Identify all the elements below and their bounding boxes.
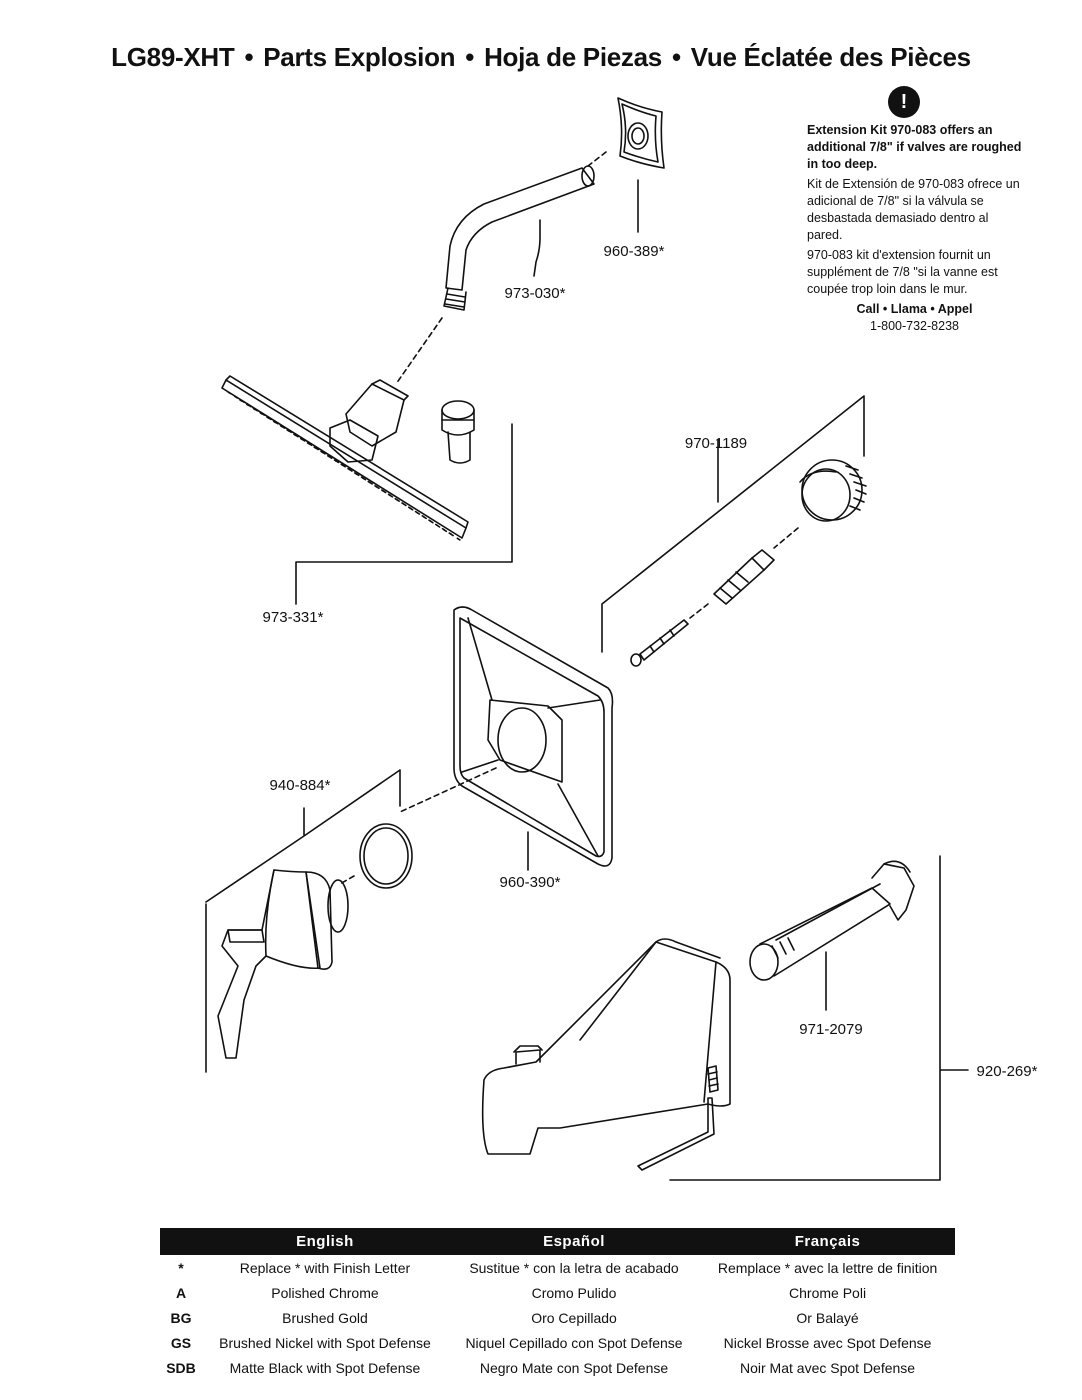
title-french: Vue Éclatée des Pièces (690, 42, 971, 72)
finish-english: Replace * with Finish Letter (239, 1259, 411, 1276)
page-title: LG89-XHT • Parts Explosion • Hoja de Piezas •… (0, 42, 1082, 73)
parts-explosion-diagram: 960-389* 973-030* 970-1189 973-331* 940-… (205, 97, 1038, 1181)
finish-english: Matte Black with Spot Defense (229, 1359, 421, 1376)
part-number-973-331: 973-331* (263, 609, 324, 626)
finish-english: Brushed Gold (282, 1309, 368, 1326)
legend-row: SDB Matte Black with Spot Defense Negro … (160, 1355, 955, 1380)
tub-spout (481, 938, 731, 1155)
finish-code: A (175, 1284, 187, 1301)
part-number-960-390: 960-390* (500, 874, 561, 891)
note-spanish: Kit de Extensión de 970-083 ofrece un ad… (807, 177, 1020, 242)
spout-adapter (749, 860, 915, 981)
legend-header-french: Français (700, 1228, 955, 1255)
set-screw (707, 1065, 719, 1093)
finish-code: GS (170, 1334, 192, 1351)
shower-arm-flange (617, 97, 665, 169)
part-number-970-1189: 970-1189 (685, 435, 747, 452)
finish-spanish: Sustitue * con la letra de acabado (469, 1259, 679, 1276)
part-number-971-2079: 971-2079 (799, 1021, 862, 1038)
note-french: 970-083 kit d'extension fournit un suppl… (807, 248, 998, 296)
valve-handle (217, 869, 349, 1059)
legend-row: A Polished Chrome Cromo Pulido Chrome Po… (160, 1280, 955, 1305)
finish-french: Chrome Poli (789, 1284, 867, 1301)
part-number-960-389: 960-389* (604, 243, 665, 260)
title-separator: • (244, 42, 254, 72)
legend-header-english: English (202, 1228, 448, 1255)
o-ring (359, 823, 413, 889)
legend-row: BG Brushed Gold Oro Cepillado Or Balayé (160, 1305, 955, 1330)
legend-header-spanish: Español (447, 1228, 701, 1255)
finish-code: SDB (166, 1359, 196, 1376)
legend-row: * Replace * with Finish Letter Sustitue … (160, 1255, 955, 1280)
title-separator: • (671, 42, 681, 72)
part-number-973-030: 973-030* (505, 285, 566, 302)
model-number: LG89-XHT (111, 42, 235, 72)
call-line: Call • Llama • Appel (856, 302, 973, 316)
finish-spanish: Oro Cepillado (531, 1309, 617, 1326)
finish-legend-table: English Español Français * Replace * wit… (160, 1228, 955, 1380)
extension-kit-note: Extension Kit 970-083 offers an addition… (807, 122, 1022, 338)
finish-french: Remplace * avec la lettre de finition (717, 1259, 938, 1276)
warning-icon: ! (888, 86, 920, 118)
finish-english: Brushed Nickel with Spot Defense (219, 1334, 431, 1351)
finish-spanish: Negro Mate con Spot Defense (479, 1359, 669, 1376)
hex-wrench (637, 1097, 715, 1171)
finish-spanish: Cromo Pulido (531, 1284, 617, 1301)
finish-french: Or Balayé (796, 1309, 859, 1326)
sleeve-bolt (713, 549, 775, 605)
title-separator: • (465, 42, 475, 72)
finish-french: Nickel Brosse avec Spot Defense (723, 1334, 932, 1351)
finish-english: Polished Chrome (271, 1284, 379, 1301)
adapter-nut (799, 459, 867, 522)
finish-code: * (178, 1259, 184, 1276)
part-number-940-884: 940-884* (270, 777, 331, 794)
shower-arm (443, 165, 595, 311)
title-spanish: Hoja de Piezas (484, 42, 662, 72)
legend-row: GS Brushed Nickel with Spot Defense Niqu… (160, 1330, 955, 1355)
finish-spanish: Niquel Cepillado con Spot Defense (465, 1334, 683, 1351)
finish-code: BG (170, 1309, 192, 1326)
showerhead (221, 375, 469, 541)
flow-restrictor (441, 400, 475, 464)
part-number-920-269: 920-269* (977, 1063, 1038, 1080)
note-english: Extension Kit 970-083 offers an addition… (807, 123, 1022, 171)
title-english: Parts Explosion (263, 42, 456, 72)
finish-french: Noir Mat avec Spot Defense (740, 1359, 916, 1376)
legend-header-code (160, 1228, 202, 1255)
long-screw (630, 619, 689, 667)
escutcheon-plate (453, 606, 614, 867)
legend-header-row: English Español Français (160, 1228, 955, 1255)
phone-number: 1-800-732-8238 (870, 319, 959, 333)
